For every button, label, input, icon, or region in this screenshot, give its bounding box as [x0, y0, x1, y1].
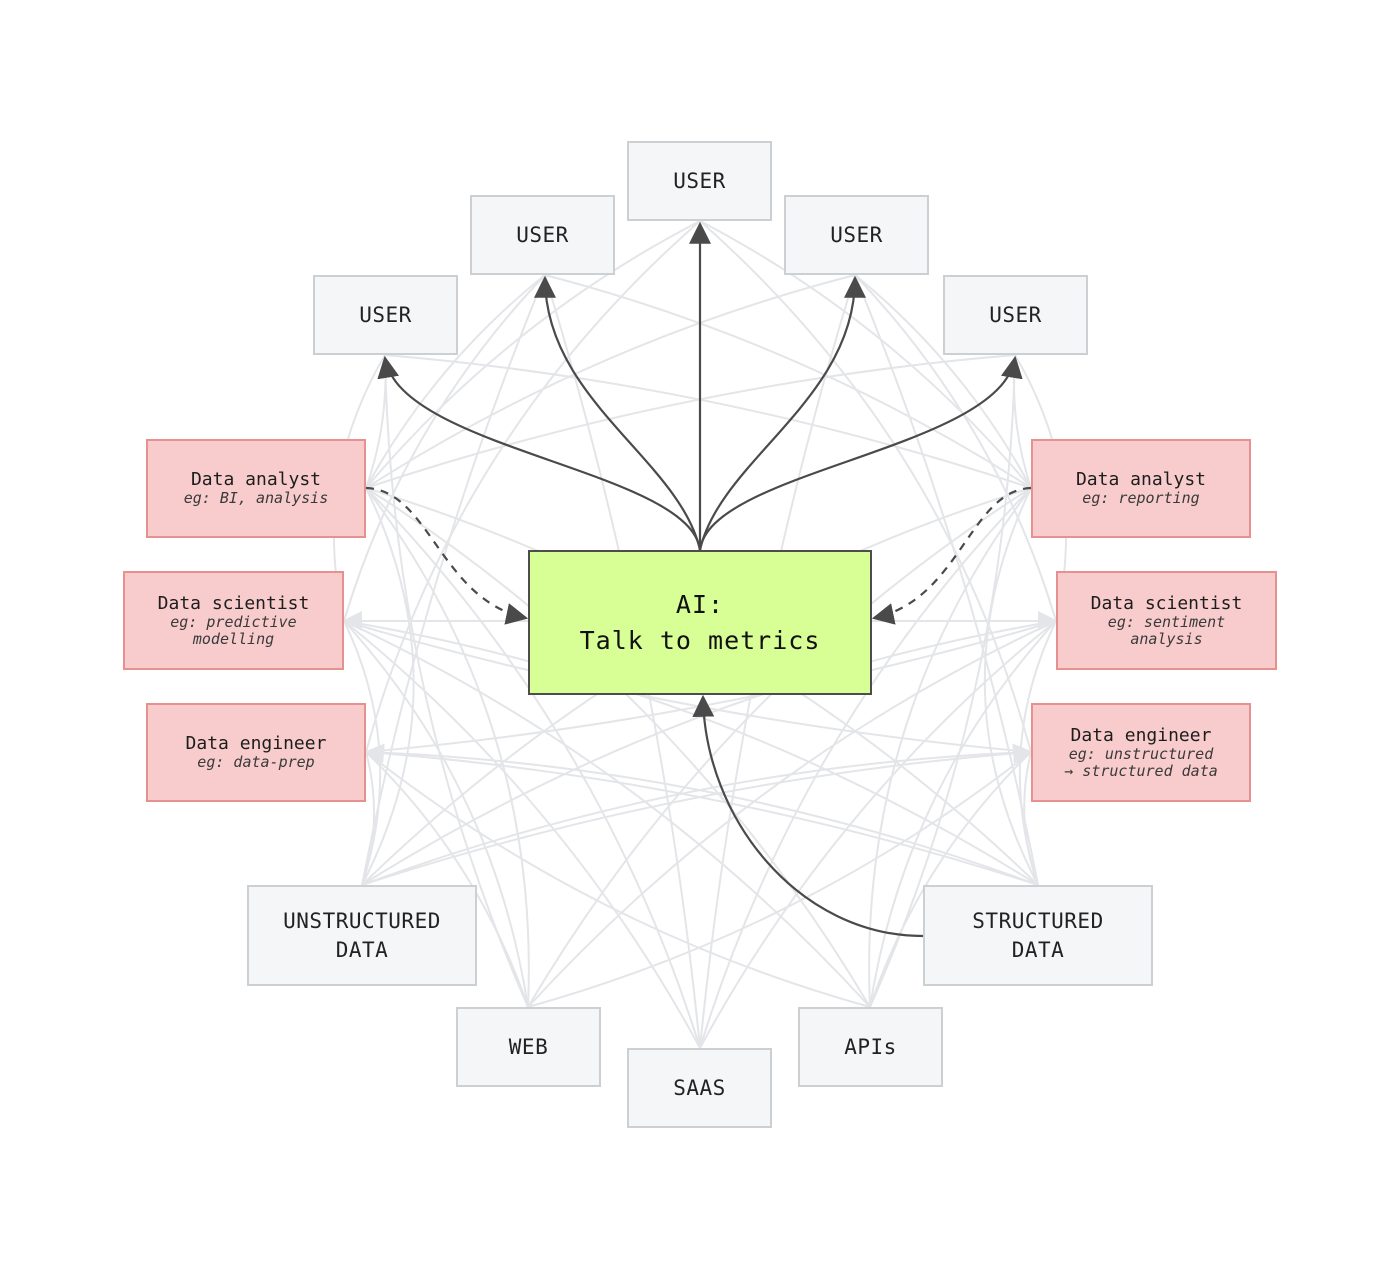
role-subtitle: eg: unstructured → structured data [1064, 744, 1218, 780]
background-edge-42 [343, 274, 546, 622]
background-edge-14 [699, 487, 1032, 1049]
edge-center-to-user-1 [377, 355, 702, 551]
background-edge-10 [527, 620, 1057, 1008]
edge-unstructured-to-engineer-right [361, 743, 1033, 886]
background-edge-25 [983, 487, 1039, 886]
background-edges [332, 220, 1068, 1049]
background-edge-46 [699, 220, 1032, 753]
background-edge-38 [544, 274, 1032, 489]
edge-structured-to-engineer-left [364, 743, 1039, 886]
user-box-1: USER [313, 275, 458, 355]
background-edge-11 [527, 751, 1032, 1008]
background-edge-48 [343, 620, 1032, 753]
source-unstructured-data: UNSTRUCTURED DATA [247, 885, 477, 986]
background-edge-16 [699, 620, 1057, 1049]
background-edge-23 [365, 751, 871, 1008]
edge-analyst-left-to-center [365, 486, 529, 625]
role-title: Data scientist [157, 592, 310, 614]
role-subtitle: eg: reporting [1082, 489, 1200, 507]
user-label: USER [830, 222, 883, 247]
background-edge-15 [343, 620, 701, 1049]
role-title: Data analyst [1075, 469, 1207, 490]
role-data-scientist-left: Data scientist eg: predictive modelling [123, 571, 344, 670]
background-edge-51 [384, 354, 529, 1008]
source-label: WEB [508, 1034, 549, 1059]
background-edge-20 [869, 620, 1057, 1008]
background-edge-33 [365, 274, 856, 489]
background-edge-5 [361, 620, 1057, 886]
source-apis: APIs [798, 1007, 943, 1087]
background-edge-24 [869, 751, 1032, 1008]
center-subtitle: Talk to metrics [579, 625, 821, 655]
role-data-engineer-right: Data engineer eg: unstructured → structu… [1031, 703, 1251, 802]
source-label: UNSTRUCTURED DATA [283, 908, 441, 962]
role-data-analyst-left: Data analyst eg: BI, analysis [146, 439, 366, 538]
edge-center-to-user-4 [698, 275, 866, 551]
source-structured-data: STRUCTURED DATA [923, 885, 1153, 986]
role-data-scientist-right: Data scientist eg: sentiment analysis [1056, 571, 1277, 670]
role-data-engineer-left: Data engineer eg: data-prep [146, 703, 366, 802]
background-edge-1 [361, 487, 415, 886]
background-edge-34 [365, 354, 1016, 489]
background-edge-37 [699, 220, 1032, 489]
source-web: WEB [456, 1007, 601, 1087]
background-edge-12 [365, 751, 529, 1008]
user-label: USER [989, 302, 1042, 327]
role-title: Data engineer [1070, 724, 1212, 746]
source-label: APIs [844, 1034, 897, 1059]
background-edge-36 [854, 274, 1032, 489]
background-edge-50 [854, 274, 1039, 886]
background-edge-3 [361, 751, 376, 886]
background-edge-13 [365, 487, 701, 1049]
background-edge-30 [365, 751, 1039, 886]
center-title: AI: [675, 589, 725, 619]
role-subtitle: eg: sentiment analysis [1107, 612, 1226, 648]
role-title: Data analyst [190, 469, 322, 490]
background-edge-9 [527, 487, 1032, 1008]
background-edge-31 [365, 274, 546, 489]
center-ai-box: AI: Talk to metrics [528, 550, 872, 695]
role-subtitle: eg: predictive modelling [170, 612, 297, 648]
background-edge-52 [869, 354, 1016, 1008]
background-edge-21 [365, 487, 871, 1008]
role-data-analyst-right: Data analyst eg: reporting [1031, 439, 1251, 538]
role-title: Data scientist [1090, 592, 1243, 614]
edge-analyst-right-to-center [871, 486, 1032, 625]
user-label: USER [359, 302, 412, 327]
user-label: USER [673, 168, 726, 193]
background-edge-39 [384, 354, 1032, 489]
edge-center-to-user-2 [534, 275, 702, 551]
background-edge-8 [343, 620, 529, 1008]
source-label: STRUCTURED DATA [972, 908, 1104, 962]
background-edge-40 [1012, 354, 1032, 489]
user-box-5: USER [943, 275, 1088, 355]
role-subtitle: eg: BI, analysis [183, 489, 329, 507]
role-subtitle: eg: data-prep [197, 753, 315, 771]
user-box-3: USER [627, 141, 772, 221]
background-edge-44 [854, 274, 1057, 622]
background-edge-45 [365, 220, 701, 753]
background-edge-6 [361, 751, 1032, 886]
user-box-4: USER [784, 195, 929, 275]
primary-edges [365, 221, 1032, 938]
source-saas: SAAS [627, 1048, 772, 1128]
source-label: SAAS [673, 1075, 726, 1100]
background-edge-7 [365, 487, 530, 1008]
background-edge-22 [343, 620, 871, 1008]
role-title: Data engineer [185, 733, 327, 754]
user-label: USER [516, 222, 569, 247]
background-edge-49 [361, 274, 546, 886]
edge-center-to-user-5 [698, 355, 1023, 551]
edge-structured-to-center [692, 694, 924, 938]
user-box-2: USER [470, 195, 615, 275]
